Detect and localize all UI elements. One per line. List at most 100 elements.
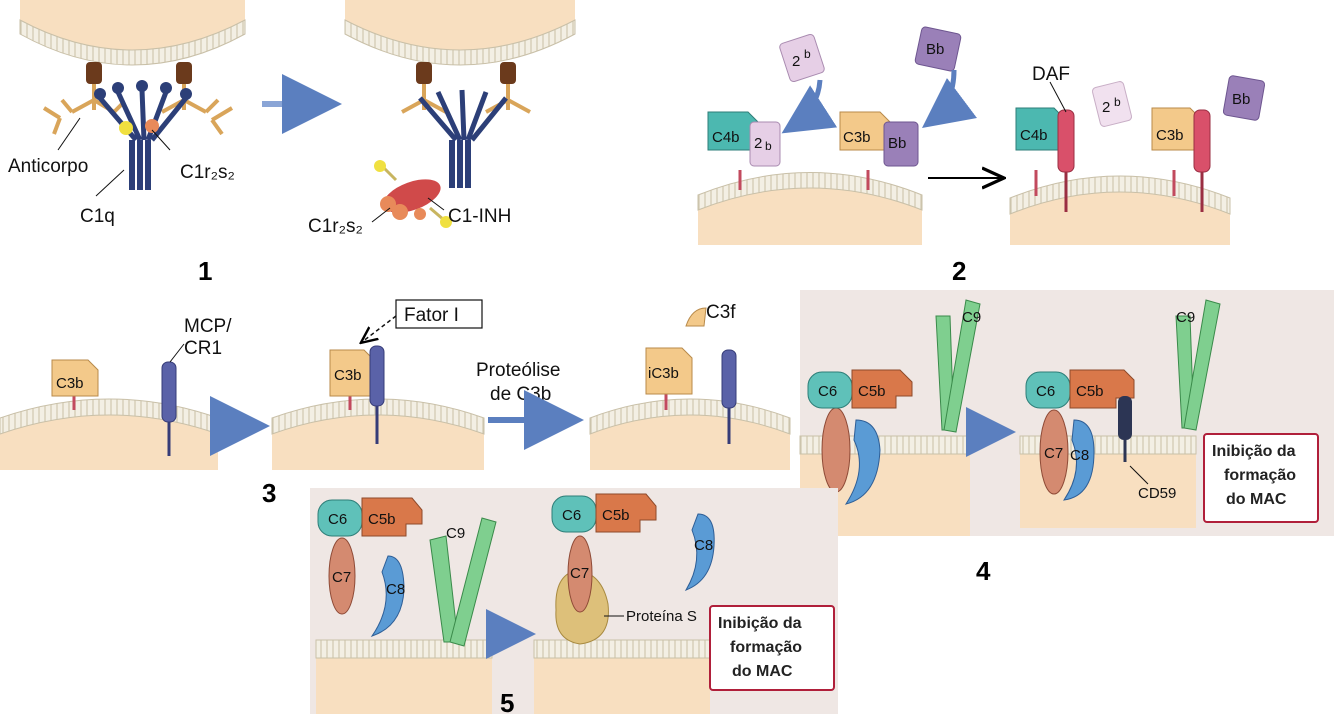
cell-panel-3a (0, 398, 219, 470)
bb-free-right (1222, 75, 1266, 121)
label-c3b-p3a: C3b (56, 375, 84, 392)
label-two-b-free-top-sub: b (804, 47, 811, 61)
c3f-fragment (685, 307, 707, 327)
label-c5b-p4a: C5b (858, 383, 886, 400)
panel-1: Anticorpo C1r₂s₂ C1q (8, 0, 576, 286)
two-b-free-right (1091, 81, 1133, 127)
label-bb-free-right: Bb (1232, 91, 1250, 108)
label-box-p5-1: Inibição da (718, 615, 802, 632)
label-mcp-1: MCP/ (184, 316, 232, 337)
c8-p5a (370, 555, 405, 637)
label-box-p4-1: Inibição da (1212, 443, 1296, 460)
mcp-p3a (161, 361, 177, 423)
label-c4b-b: C4b (1020, 127, 1048, 144)
label-c6-p5a: C6 (328, 511, 347, 528)
fator-i-arrow (362, 315, 397, 342)
label-c8-p5a: C8 (386, 581, 405, 598)
label-c1-inh: C1-INH (448, 206, 511, 227)
label-two-b-free-right: 2 (1102, 99, 1110, 116)
label-c3f: C3f (706, 302, 736, 323)
cell-top-right (344, 0, 576, 66)
bb-free-top (914, 26, 962, 72)
c7-p4b (1039, 409, 1069, 495)
mcp-p3b (369, 345, 385, 407)
c5b-p5a (361, 497, 423, 537)
label-bb-free-top: Bb (926, 41, 944, 58)
bb-a (883, 121, 919, 167)
ic3b (645, 347, 693, 395)
panel-number-4: 4 (976, 556, 991, 586)
label-c9-p5: C9 (446, 525, 465, 542)
label-proteolise-1: Proteólise (476, 360, 561, 381)
c1q-complex (94, 80, 192, 190)
label-c5b-p4b: C5b (1076, 383, 1104, 400)
panel-number-1: 1 (198, 256, 212, 286)
cell-panel-2b (1009, 175, 1231, 245)
two-b-free-top (779, 33, 825, 83)
label-box-p4-3: do MAC (1226, 491, 1287, 508)
c7-p5b (567, 535, 593, 613)
label-c6-p5b: C6 (562, 507, 581, 524)
daf-1 (1057, 109, 1075, 173)
panel-number-3: 3 (262, 478, 276, 508)
panel-3: C3b MCP/ CR1 C3b Fator I Proteólise de C… (0, 299, 791, 508)
c8-p4b (1062, 419, 1095, 501)
c3b-p3a (51, 359, 99, 397)
cell-panel-3c (589, 398, 791, 470)
cell-top-left (19, 0, 246, 66)
label-proteolise-2: de C3b (490, 384, 551, 405)
arrow-2b (781, 79, 838, 134)
label-fator-i: Fator I (404, 305, 459, 326)
label-two-b-a: 2 (754, 135, 762, 152)
c1q-complex-free (401, 62, 531, 188)
label-c7-p5b: C7 (570, 565, 589, 582)
cd59-molecule (1118, 396, 1132, 440)
label-c9-p4b: C9 (1176, 309, 1195, 326)
mac-inhibition-box-p5 (709, 605, 835, 691)
cell-panel-5a (315, 639, 493, 714)
cell-panel-5b (533, 639, 711, 714)
label-box-p5-2: formação (730, 639, 802, 656)
label-c5b-p5b: C5b (602, 507, 630, 524)
mac-inhibition-box-p4 (1203, 433, 1319, 523)
label-c1q: C1q (80, 206, 115, 227)
label-ic3b: iC3b (648, 365, 679, 382)
label-c9-p4a: C9 (962, 309, 981, 326)
c7-p4a (821, 407, 851, 493)
label-c6-p4b: C6 (1036, 383, 1055, 400)
label-c5b-p5a: C5b (368, 511, 396, 528)
label-daf: DAF (1032, 64, 1070, 85)
label-c8-p4: C8 (1070, 447, 1089, 464)
label-c7-p4: C7 (1044, 445, 1063, 462)
label-c8-p5b: C8 (694, 537, 713, 554)
c8-p4a (844, 419, 881, 505)
label-two-b-a-sub: b (765, 139, 772, 153)
c5b-p4a (851, 369, 913, 409)
c9-p5-stem-2 (449, 517, 497, 647)
label-box-p4-2: formação (1224, 467, 1296, 484)
c5b-p5b (595, 493, 657, 533)
label-c3b-p3b: C3b (334, 367, 362, 384)
label-two-b-free-right-sub: b (1114, 95, 1121, 109)
label-c4b-a: C4b (712, 129, 740, 146)
label-c3b-b: C3b (1156, 127, 1184, 144)
label-mcp-2: CR1 (184, 338, 222, 359)
label-bb-a: Bb (888, 135, 906, 152)
c9-p4b-stem-2 (1183, 299, 1221, 431)
label-box-p5-3: do MAC (732, 663, 793, 680)
fator-i-box (395, 299, 483, 329)
c8-p5b (684, 513, 715, 591)
panel-4: C6 C5b C9 C7 C8 C6 C5b CD59 C9 Inibição … (799, 290, 1334, 586)
panel-2: C4b 2 b C3b Bb 2 b Bb C4b DAF 2 b (697, 26, 1266, 286)
label-c7-p5a: C7 (332, 569, 351, 586)
c7-p5a (328, 537, 356, 615)
panel-number-5: 5 (500, 688, 514, 714)
label-proteina-s: Proteína S (626, 608, 697, 625)
cell-panel-2a (697, 172, 923, 245)
antibody-left (42, 62, 126, 135)
label-c1r2s2-right: C1r₂s₂ (308, 216, 363, 237)
c1-inh-complex (374, 160, 452, 228)
daf-2 (1193, 109, 1211, 173)
